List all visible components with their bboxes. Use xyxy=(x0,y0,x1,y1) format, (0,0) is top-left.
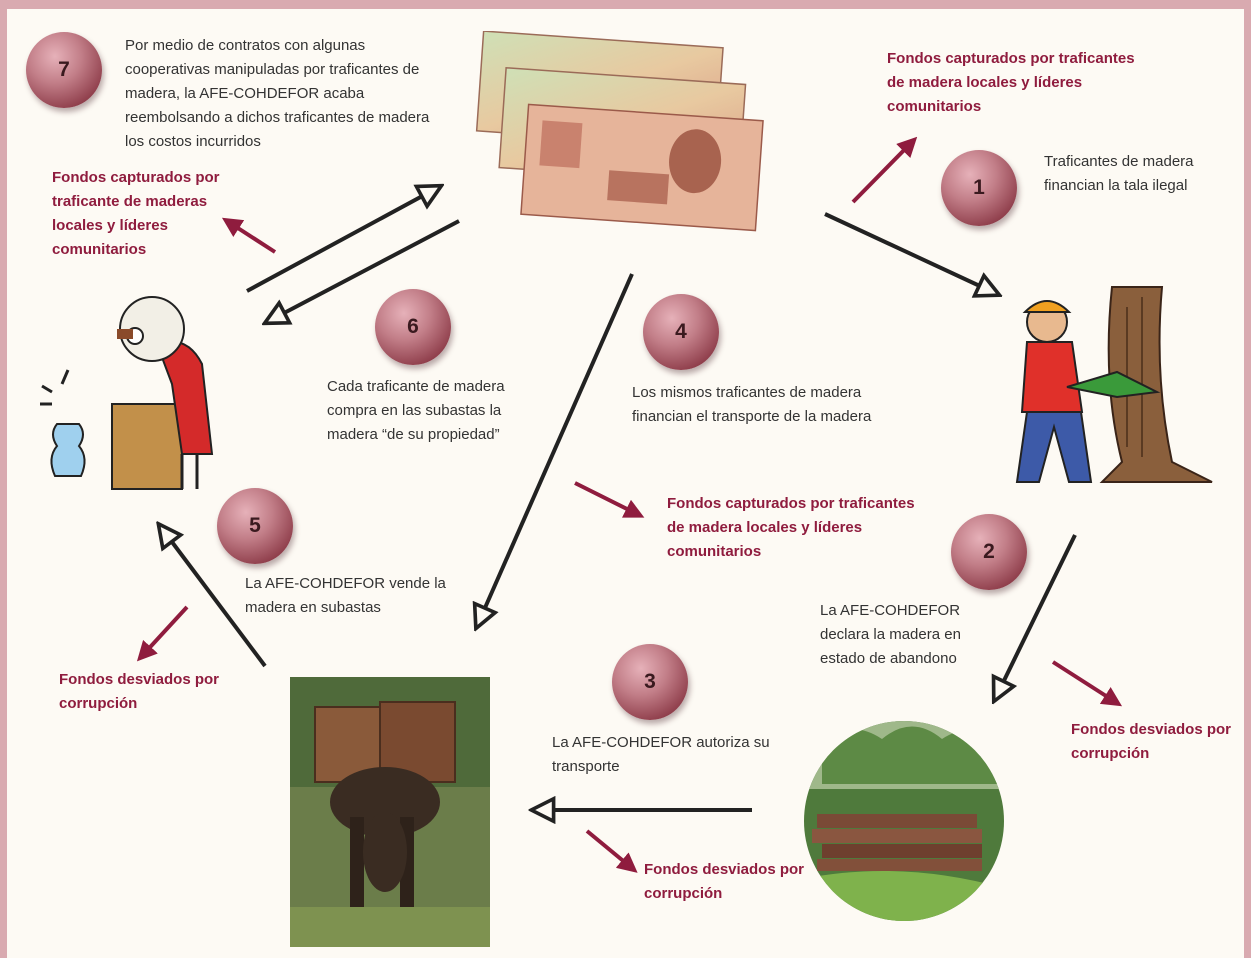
flow-arrows xyxy=(136,136,1123,873)
red-arrow-diverted-bottom xyxy=(585,829,638,873)
red-arrow-diverted-left xyxy=(136,605,189,662)
step-2-badge: 2 xyxy=(951,514,1027,590)
diagram-canvas: 1 2 3 4 5 6 7 Traficantes de madera fina… xyxy=(7,9,1244,958)
step-4-badge: 4 xyxy=(643,294,719,370)
sawn-timber-photo xyxy=(804,721,1004,921)
step-7-badge: 7 xyxy=(26,32,102,108)
step-3-badge: 3 xyxy=(612,644,688,720)
logger-illustration xyxy=(1015,286,1213,483)
captured-funds-center-label: Fondos capturados por traficantes de mad… xyxy=(667,495,915,560)
red-arrow-captured-center xyxy=(574,481,645,518)
arrow-5-mule-to-auction xyxy=(160,526,267,668)
step-6-badge: 6 xyxy=(375,289,451,365)
red-arrow-diverted-right xyxy=(1051,660,1123,707)
step-7-text: Por medio de contratos con algunas coope… xyxy=(125,37,430,150)
banknotes-illustration xyxy=(475,31,764,232)
step-5-badge: 5 xyxy=(217,488,293,564)
arrow-6-notes-to-auction xyxy=(267,219,460,322)
step-6-text: Cada traficante de madera compra en las … xyxy=(327,378,505,443)
step-2-text: La AFE-COHDEFOR declara la madera en est… xyxy=(820,602,961,667)
step-1-badge: 1 xyxy=(941,150,1017,226)
mule-photo xyxy=(290,677,490,947)
step-4-text: Los mismos traficantes de madera financi… xyxy=(632,384,872,425)
auctioneer-illustration xyxy=(40,296,214,490)
red-arrow-captured-left xyxy=(221,217,277,254)
arrow-2-logger-to-timber xyxy=(995,534,1077,699)
step-5-text: La AFE-COHDEFOR vende la madera en subas… xyxy=(245,575,446,616)
diverted-funds-right-label: Fondos desviados por corrupción xyxy=(1071,721,1232,762)
step-1-text: Traficantes de madera financian la tala … xyxy=(1044,153,1194,194)
captured-funds-top-right-label: Fondos capturados por traficantes de mad… xyxy=(887,50,1135,115)
diverted-funds-bottom-label: Fondos desviados por corrupción xyxy=(644,861,805,902)
captured-funds-left-label: Fondos capturados por traficante de made… xyxy=(52,169,220,258)
arrow-7-auction-to-notes xyxy=(246,187,439,293)
arrow-4-notes-to-mule xyxy=(477,273,634,626)
diverted-funds-left-label: Fondos desviados por corrupción xyxy=(59,671,220,712)
red-arrow-captured-top-right xyxy=(851,136,918,204)
step-3-text: La AFE-COHDEFOR autoriza su transporte xyxy=(552,734,770,775)
arrow-1-notes-to-logger xyxy=(824,212,997,294)
